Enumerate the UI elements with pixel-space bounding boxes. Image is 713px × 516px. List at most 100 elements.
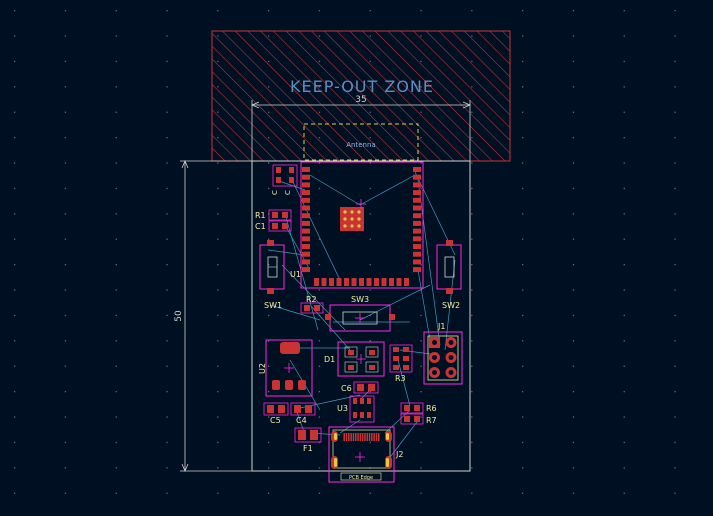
grid-dot	[623, 238, 625, 240]
u1-module[interactable]	[300, 161, 424, 289]
grid-dot	[217, 213, 219, 215]
grid-dot	[522, 340, 524, 342]
u2-regulator[interactable]	[265, 339, 313, 397]
c1-capacitor[interactable]	[268, 220, 292, 232]
grid-dot	[166, 441, 168, 444]
grid-dot	[369, 264, 371, 266]
grid-dot	[64, 492, 67, 494]
r2-label: R2	[306, 295, 317, 304]
grid-dot	[64, 60, 67, 63]
grid-dot	[572, 213, 575, 215]
grid-dot	[420, 187, 422, 190]
u1-pad	[302, 197, 310, 203]
keepout-zone[interactable]: KEEP-OUT ZONE	[211, 30, 511, 162]
grid-dot	[115, 111, 117, 113]
sw1-button[interactable]	[259, 240, 285, 294]
u1-pad	[302, 182, 310, 188]
grid-dot	[318, 365, 321, 367]
grid-dot	[115, 187, 117, 190]
r1-resistor[interactable]	[268, 209, 292, 221]
grid-dot	[14, 10, 16, 12]
u1-pad	[314, 278, 319, 286]
r3-resistor-array[interactable]	[389, 344, 413, 373]
r2-resistor[interactable]	[300, 302, 324, 314]
grid-dot	[674, 314, 676, 317]
grid-dot	[522, 416, 524, 418]
grid-dot	[420, 340, 422, 342]
grid-dot	[572, 137, 575, 139]
grid-dot	[14, 137, 16, 139]
grid-dot	[318, 162, 321, 164]
grid-dot	[522, 314, 524, 317]
grid-dot	[115, 10, 117, 12]
grid-dot	[471, 441, 473, 444]
svg-text:C: C	[284, 190, 292, 195]
grid-dot	[166, 365, 168, 367]
r7-resistor[interactable]	[400, 413, 424, 425]
grid-dot	[572, 264, 575, 266]
board-outline[interactable]	[251, 160, 471, 472]
j2-pin	[350, 433, 352, 441]
j2-pin	[345, 433, 348, 441]
grid-dot	[217, 441, 219, 444]
grid-dots	[14, 10, 676, 494]
grid-dot	[64, 213, 67, 215]
u1-pad	[302, 244, 310, 249]
grid-dot	[674, 162, 676, 164]
j2-usb-connector[interactable]: PCB Edge	[328, 426, 395, 483]
grid-dot	[64, 238, 67, 240]
grid-dot	[64, 187, 67, 190]
u1-pad	[321, 278, 327, 286]
r6-resistor[interactable]	[400, 402, 424, 414]
grid-dot	[420, 264, 422, 266]
width-dimension	[250, 100, 472, 161]
grid-dot	[674, 111, 676, 113]
j2-pin	[352, 433, 355, 441]
grid-dot	[674, 467, 676, 469]
grid-dot	[420, 238, 422, 240]
c6-label: C6	[341, 384, 352, 393]
grid-dot	[369, 441, 371, 444]
grid-dot	[115, 162, 117, 164]
j2-pin	[368, 433, 371, 441]
u1-pad	[413, 251, 421, 257]
top-capacitors[interactable]: C C	[271, 164, 298, 195]
j2-pin	[373, 433, 375, 441]
height-dimension-label: 50	[174, 310, 184, 322]
grid-dot	[572, 111, 575, 113]
grid-dot	[268, 441, 270, 444]
j1-header[interactable]	[423, 331, 463, 385]
grid-dot	[217, 391, 219, 393]
c6-capacitor[interactable]	[353, 381, 379, 394]
sw2-button[interactable]	[436, 240, 462, 294]
u1-pad	[302, 213, 310, 219]
grid-dot	[14, 264, 16, 266]
grid-dot	[572, 35, 575, 37]
grid-dot	[64, 467, 67, 469]
c4-capacitor[interactable]	[290, 402, 316, 416]
grid-dot	[674, 340, 676, 342]
grid-dot	[318, 467, 321, 469]
u3-ic[interactable]	[349, 395, 375, 423]
u1-pad	[329, 278, 334, 286]
antenna-label: Antenna	[346, 141, 375, 149]
grid-dot	[623, 391, 625, 393]
grid-dot	[623, 467, 625, 469]
u1-pad	[413, 228, 421, 234]
grid-dot	[471, 289, 473, 291]
d1-led[interactable]	[337, 341, 385, 377]
r3-label: R3	[395, 374, 406, 383]
grid-dot	[14, 162, 16, 164]
sw2-label: SW2	[442, 301, 460, 310]
sw3-button[interactable]	[325, 304, 395, 332]
grid-dot	[522, 467, 524, 469]
u1-pad	[413, 236, 421, 242]
j2-pin	[348, 433, 350, 441]
c5-capacitor[interactable]	[263, 402, 289, 416]
u1-origin-marker	[356, 199, 366, 209]
grid-dot	[14, 365, 16, 367]
grid-dot	[623, 60, 625, 63]
f1-fuse[interactable]	[294, 427, 322, 443]
